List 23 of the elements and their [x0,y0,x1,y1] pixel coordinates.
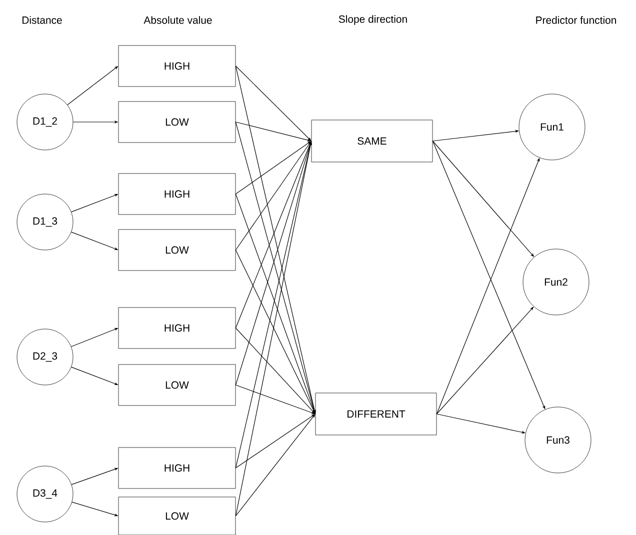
circle-node: Fun1 [518,94,586,160]
circle-node: D1_3 [16,194,74,250]
process-box: LOW [118,229,236,271]
process-box: SAME [311,120,433,162]
circle-node: Fun3 [524,406,592,474]
process-box: HIGH [118,447,236,489]
process-box: HIGH [118,45,236,87]
process-box: HIGH [118,307,236,349]
circle-node: D1_2 [16,94,74,150]
process-box: LOW [118,101,236,143]
column-heading: Predictor function [536,16,616,24]
column-heading: Distance [22,16,62,24]
circle-node: D3_4 [16,466,74,522]
circle-node: Fun2 [522,248,590,316]
column-heading: Slope direction [338,15,407,25]
process-box: LOW [118,496,236,535]
arrow [235,328,316,414]
arrow [235,414,316,516]
circle-node: D2_3 [16,328,74,386]
column-heading: Absolute value [144,16,212,24]
process-box: DIFFERENT [315,392,437,436]
process-box: HIGH [118,173,236,215]
process-box: LOW [118,364,236,406]
